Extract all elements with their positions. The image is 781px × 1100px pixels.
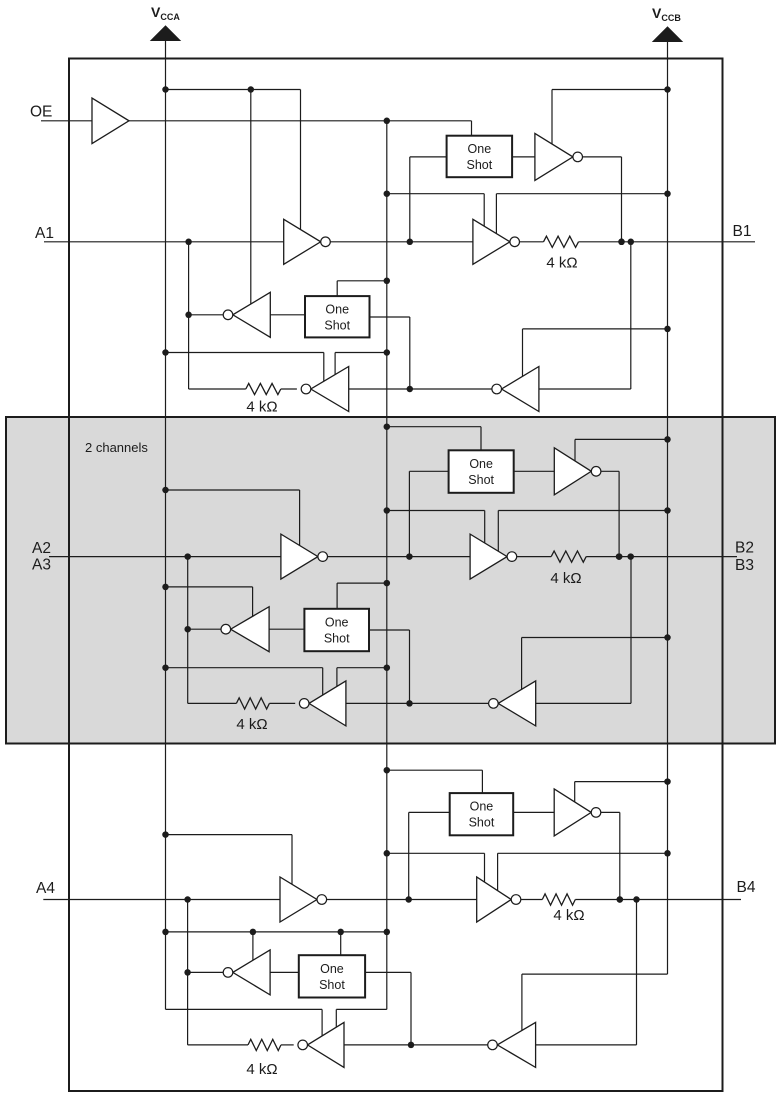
svg-text:B2: B2	[735, 540, 754, 557]
svg-text:B4: B4	[737, 879, 756, 896]
svg-text:4 kΩ: 4 kΩ	[246, 399, 277, 416]
svg-text:Shot: Shot	[468, 473, 494, 487]
svg-text:One: One	[325, 302, 349, 316]
svg-text:Shot: Shot	[324, 318, 350, 332]
svg-text:4 kΩ: 4 kΩ	[553, 907, 584, 924]
svg-text:One: One	[469, 457, 493, 471]
svg-text:2 channels: 2 channels	[85, 440, 148, 455]
svg-text:B3: B3	[735, 557, 754, 574]
svg-text:A1: A1	[35, 225, 54, 242]
svg-text:Shot: Shot	[319, 978, 345, 992]
svg-text:One: One	[325, 616, 349, 630]
svg-text:Shot: Shot	[466, 158, 492, 172]
svg-text:4 kΩ: 4 kΩ	[550, 570, 581, 587]
svg-text:One: One	[468, 142, 492, 156]
svg-text:Shot: Shot	[324, 632, 350, 646]
svg-text:A3: A3	[32, 557, 51, 574]
svg-text:4 kΩ: 4 kΩ	[236, 716, 267, 733]
svg-text:4 kΩ: 4 kΩ	[546, 255, 577, 272]
svg-text:OE: OE	[30, 104, 52, 121]
svg-text:Shot: Shot	[469, 816, 495, 830]
svg-text:One: One	[470, 800, 494, 814]
svg-text:A2: A2	[32, 540, 51, 557]
svg-text:B1: B1	[733, 223, 752, 240]
svg-text:4 kΩ: 4 kΩ	[246, 1061, 277, 1078]
svg-text:A4: A4	[36, 880, 55, 897]
svg-text:One: One	[320, 962, 344, 976]
